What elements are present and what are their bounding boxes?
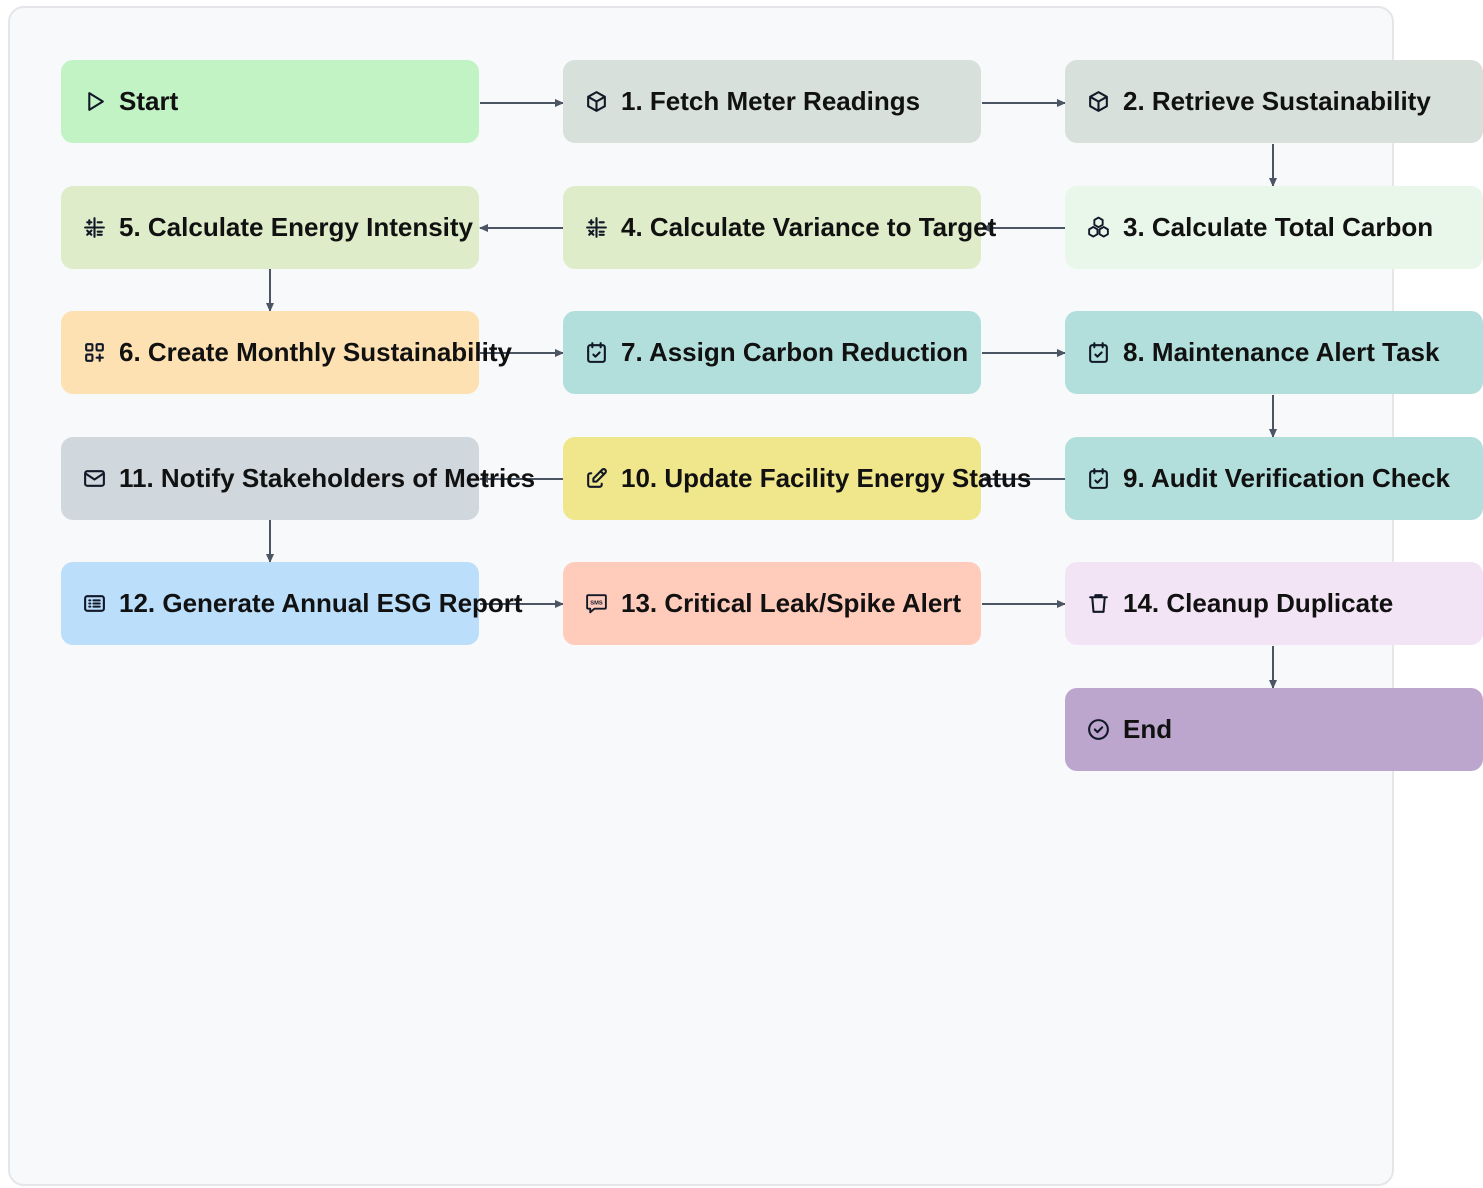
svg-text:SMS: SMS: [590, 601, 603, 607]
node-assign-carbon-reduction[interactable]: 7. Assign Carbon Reduction: [563, 311, 981, 394]
play-icon: [81, 89, 107, 115]
calculator-icon: [583, 215, 609, 241]
node-end[interactable]: End: [1065, 688, 1483, 771]
node-fetch-meter-readings[interactable]: 1. Fetch Meter Readings: [563, 60, 981, 143]
node-update-facility-energy[interactable]: 10. Update Facility Energy Status: [563, 437, 1032, 520]
node-label: 4. Calculate Variance to Target: [621, 212, 997, 242]
node-label: 9. Audit Verification Check: [1123, 463, 1451, 493]
node-generate-annual-esg[interactable]: 12. Generate Annual ESG Report: [61, 562, 523, 645]
workflow-canvas: Start 1. Fetch Meter Readings 2. Retriev…: [8, 6, 1483, 1186]
edit-icon: [583, 466, 609, 492]
calculator-icon: [81, 215, 107, 241]
node-create-monthly-sustainability[interactable]: 6. Create Monthly Sustainability: [61, 311, 512, 394]
node-label: 14. Cleanup Duplicate: [1123, 588, 1394, 618]
node-calculate-energy-intensity[interactable]: 5. Calculate Energy Intensity: [61, 186, 479, 269]
cube-icon: [583, 89, 609, 115]
node-critical-leak-alert[interactable]: SMS 13. Critical Leak/Spike Alert: [563, 562, 981, 645]
node-label: 5. Calculate Energy Intensity: [119, 212, 474, 242]
node-label: 3. Calculate Total Carbon: [1123, 212, 1434, 242]
node-calculate-variance[interactable]: 4. Calculate Variance to Target: [563, 186, 997, 269]
node-audit-verification[interactable]: 9. Audit Verification Check: [1065, 437, 1483, 520]
cubes-icon: [1085, 215, 1111, 241]
node-label: 12. Generate Annual ESG Report: [119, 588, 523, 618]
message-sms-icon: SMS: [583, 591, 609, 617]
node-maintenance-alert[interactable]: 8. Maintenance Alert Task: [1065, 311, 1483, 394]
list-details-icon: [81, 591, 107, 617]
mail-icon: [81, 466, 107, 492]
node-label: 11. Notify Stakeholders of Metrics: [119, 463, 536, 493]
calendar-check-icon: [1085, 466, 1111, 492]
apps-add-icon: [81, 340, 107, 366]
node-notify-stakeholders[interactable]: 11. Notify Stakeholders of Metrics: [61, 437, 536, 520]
trash-icon: [1085, 591, 1111, 617]
node-label: 2. Retrieve Sustainability: [1123, 86, 1431, 116]
node-label: 6. Create Monthly Sustainability: [119, 337, 512, 367]
cube-icon: [1085, 89, 1111, 115]
node-label: 7. Assign Carbon Reduction: [621, 337, 969, 367]
node-label: Start: [119, 86, 179, 116]
calendar-check-icon: [1085, 340, 1111, 366]
node-start[interactable]: Start: [61, 60, 479, 143]
node-label: 13. Critical Leak/Spike Alert: [621, 588, 962, 618]
node-retrieve-sustainability[interactable]: 2. Retrieve Sustainability: [1065, 60, 1483, 143]
node-label: End: [1123, 714, 1173, 744]
node-calculate-total-carbon[interactable]: 3. Calculate Total Carbon: [1065, 186, 1483, 269]
calendar-check-icon: [583, 340, 609, 366]
node-label: 1. Fetch Meter Readings: [621, 86, 921, 116]
node-label: 8. Maintenance Alert Task: [1123, 337, 1440, 367]
circle-check-icon: [1085, 717, 1111, 743]
node-cleanup-duplicate[interactable]: 14. Cleanup Duplicate: [1065, 562, 1483, 645]
node-label: 10. Update Facility Energy Status: [621, 463, 1032, 493]
